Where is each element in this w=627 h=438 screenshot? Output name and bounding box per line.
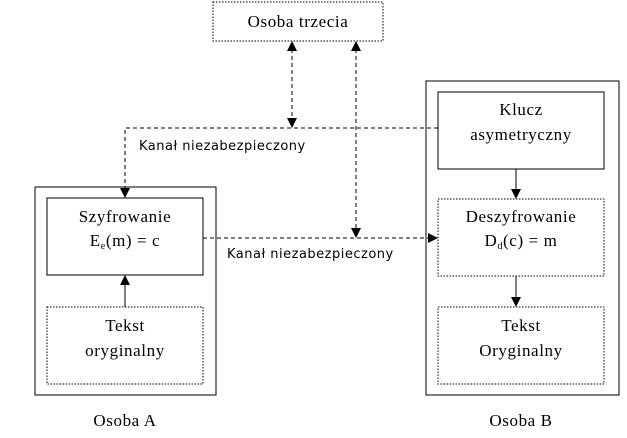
person-b-label: Osoba B xyxy=(489,411,552,430)
encryption-title: Szyfrowanie xyxy=(79,207,172,226)
person-b-frame xyxy=(425,80,620,396)
key-line-2: asymetryczny xyxy=(470,125,572,144)
encryption-box: Szyfrowanie Ee(m) = c xyxy=(46,197,204,276)
decryption-title: Deszyfrowanie xyxy=(466,207,577,226)
top-channel-line xyxy=(120,127,438,198)
third-party-label: Osoba trzecia xyxy=(248,12,349,31)
original-line-2: Oryginalny xyxy=(479,341,562,360)
plaintext-line-1: Tekst xyxy=(105,316,145,335)
third-party-box: Osoba trzecia xyxy=(212,1,384,42)
plaintext-box: Tekst oryginalny xyxy=(46,306,204,385)
middle-channel-label: Kanał niezabezpieczony xyxy=(227,247,394,262)
person-a-label: Osoba A xyxy=(93,411,156,430)
plaintext-line-2: oryginalny xyxy=(85,341,165,360)
encryption-formula: Ee(m) = c xyxy=(90,231,160,252)
key-box: Klucz asymetryczny xyxy=(437,91,605,170)
original-text-box: Tekst Oryginalny xyxy=(437,306,605,385)
decryption-box: Deszyfrowanie Dd(c) = m xyxy=(437,198,605,277)
top-channel-label: Kanał niezabezpieczony xyxy=(139,139,306,154)
key-line-1: Klucz xyxy=(499,100,543,119)
original-line-1: Tekst xyxy=(501,316,541,335)
decryption-formula: Dd(c) = m xyxy=(485,231,558,252)
